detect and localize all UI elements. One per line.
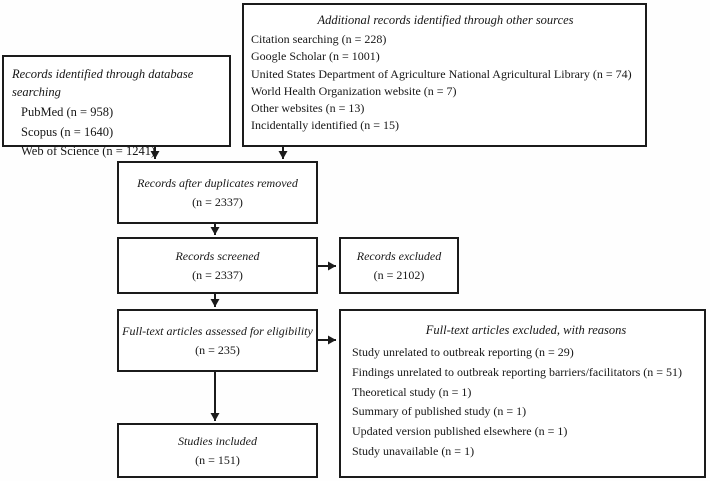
list-item: Citation searching (n = 228) <box>251 32 387 46</box>
list-item: Study unavailable (n = 1) <box>352 443 475 458</box>
box-title: Full-text articles assessed for eligibil… <box>122 323 313 338</box>
box-title: Records identified through database sear… <box>12 67 194 99</box>
box-title: Records screened <box>175 248 260 263</box>
box-title: Additional records identified through ot… <box>317 13 574 27</box>
list-item: Scopus (n = 1640) <box>21 124 114 139</box>
list-item: Findings unrelated to outbreak reporting… <box>352 364 683 379</box>
box-count: (n = 2337) <box>192 267 243 282</box>
box-count: (n = 2102) <box>373 267 425 282</box>
list-item: Updated version published elsewhere (n =… <box>352 424 568 439</box>
box-count: (n = 151) <box>195 452 240 467</box>
box-fulltext-assessed: Full-text articles assessed for eligibil… <box>117 309 318 372</box>
box-count: (n = 235) <box>195 342 240 357</box>
list-item: Incidentally identified (n = 15) <box>251 118 400 133</box>
list-item: United States Department of Agriculture … <box>251 66 632 81</box>
box-title: Records excluded <box>356 248 442 263</box>
box-records-excluded: Records excluded (n = 2102) <box>339 237 459 294</box>
list-item: PubMed (n = 958) <box>21 105 114 119</box>
box-title: Studies included <box>178 433 257 448</box>
list-item: Other websites (n = 13) <box>251 101 365 116</box>
box-studies-included: Studies included (n = 151) <box>117 423 318 478</box>
box-other-sources: Additional records identified through ot… <box>242 3 647 147</box>
list-item: World Health Organization website (n = 7… <box>251 83 457 98</box>
list-item: Google Scholar (n = 1001) <box>251 49 380 64</box>
box-records-screened: Records screened (n = 2337) <box>117 237 318 294</box>
box-title: Records after duplicates removed <box>137 175 298 190</box>
list-item: Summary of published study (n = 1) <box>352 404 527 419</box>
box-database-records: Records identified through database sear… <box>2 55 231 158</box>
list-item: Theoretical study (n = 1) <box>352 384 472 399</box>
list-item: Study unrelated to outbreak reporting (n… <box>352 345 574 359</box>
box-duplicates-removed: Records after duplicates removed (n = 23… <box>117 161 318 224</box>
list-item: Web of Science (n = 1241) <box>21 144 156 158</box>
box-title: Full-text articles excluded, with reason… <box>425 323 627 337</box>
box-fulltext-excluded-reasons: Full-text articles excluded, with reason… <box>339 309 706 478</box>
box-count: (n = 2337) <box>192 194 243 209</box>
